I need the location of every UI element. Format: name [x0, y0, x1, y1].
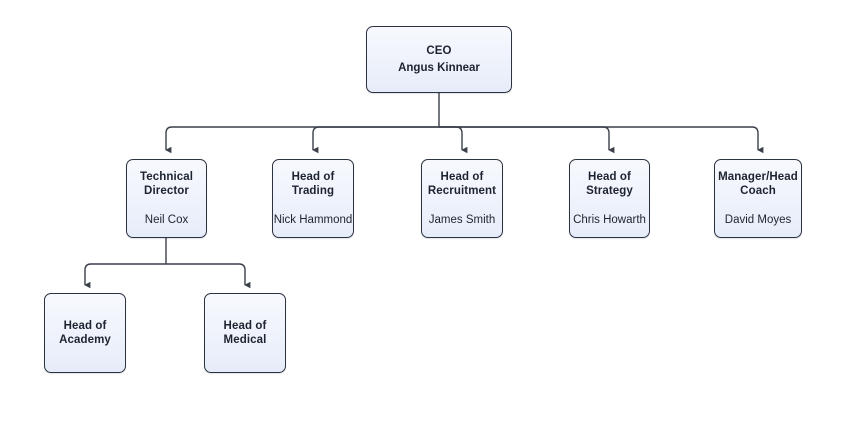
node-manager-head-coach-title: Manager/Head Coach [718, 170, 798, 198]
connector-ceo-to-manager-head-coach [439, 126, 764, 154]
node-head-of-trading[interactable]: Head of Trading Nick Hammond [272, 159, 354, 238]
node-head-of-strategy-person: Chris Howarth [573, 213, 646, 226]
connector-technical-director-to-head-of-academy [84, 263, 166, 289]
node-head-of-medical-title: Head of Medical [223, 319, 267, 347]
node-head-of-academy[interactable]: Head of Academy [44, 293, 126, 373]
node-ceo[interactable]: CEO Angus Kinnear [366, 26, 512, 93]
connector-ceo-to-head-of-strategy [439, 126, 615, 154]
connector-technical-director-to-head-of-medical [166, 263, 251, 289]
connector-ceo-to-technical-director [165, 126, 439, 154]
connector-ceo-to-head-of-trading [312, 126, 439, 154]
connector-ceo-to-head-of-recruitment [439, 126, 468, 154]
node-manager-head-coach[interactable]: Manager/Head Coach David Moyes [714, 159, 802, 238]
node-technical-director[interactable]: Technical Director Neil Cox [126, 159, 207, 238]
node-head-of-trading-person: Nick Hammond [273, 213, 353, 226]
node-head-of-recruitment-title: Head of Recruitment [427, 170, 497, 198]
node-head-of-recruitment[interactable]: Head of Recruitment James Smith [421, 159, 503, 238]
node-technical-director-title: Technical Director [139, 170, 194, 198]
node-head-of-academy-title: Head of Academy [59, 319, 111, 347]
node-head-of-strategy-title: Head of Strategy [586, 170, 633, 198]
node-ceo-person: Angus Kinnear [398, 61, 480, 74]
node-technical-director-person: Neil Cox [144, 213, 189, 226]
node-ceo-title: CEO [426, 45, 452, 57]
node-head-of-strategy[interactable]: Head of Strategy Chris Howarth [569, 159, 650, 238]
node-manager-head-coach-person: David Moyes [724, 213, 792, 226]
node-head-of-trading-title: Head of Trading [291, 170, 335, 198]
node-head-of-medical[interactable]: Head of Medical [204, 293, 286, 373]
node-head-of-recruitment-person: James Smith [428, 213, 496, 226]
